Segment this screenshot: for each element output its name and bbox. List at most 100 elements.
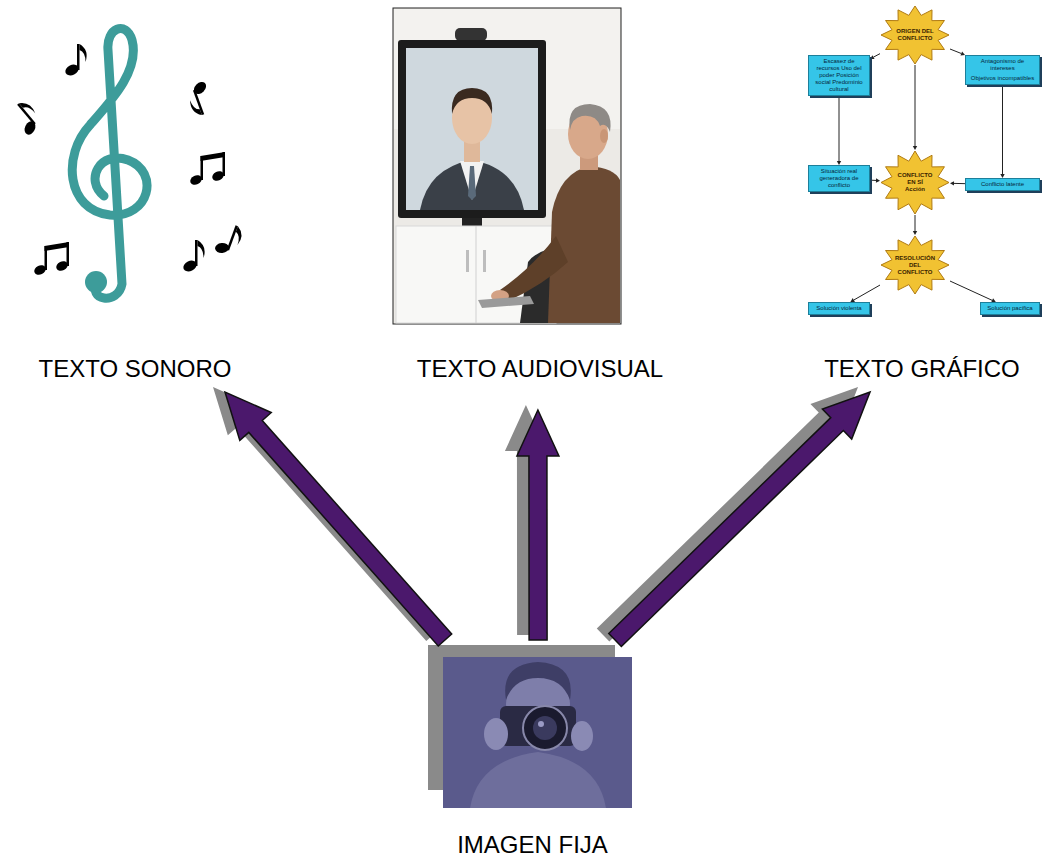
flow-line xyxy=(854,285,880,300)
flow-line xyxy=(915,215,916,231)
arrow-shadow xyxy=(597,387,858,641)
node-label: Conflicto latente xyxy=(969,181,1036,188)
videoconference-photo-part xyxy=(569,104,610,132)
media-panel: TEXTO SONORO xyxy=(10,0,260,392)
photographer-photo-part xyxy=(523,706,567,750)
media-panel: IMAGEN FIJA xyxy=(425,640,640,864)
star-burst: RESOLUCIÓN DEL CONFLICTO xyxy=(880,235,950,295)
music-clef-picture-part xyxy=(72,29,147,299)
flow-arrow xyxy=(870,178,880,182)
arrow-head xyxy=(913,146,917,150)
process-box: Conflicto latente xyxy=(965,178,1040,191)
music-clef-picture-part-part xyxy=(189,152,226,187)
node-label: Solución pacífica xyxy=(984,305,1036,312)
flow-line xyxy=(874,54,880,57)
process-box: Antagonismo de interesesObjetivos incomp… xyxy=(965,55,1040,85)
block-arrow xyxy=(213,387,452,646)
music-clef-picture-part-part xyxy=(33,242,70,277)
node-label: CONFLICTO EN SÍ xyxy=(893,172,937,186)
videoconference-photo-part xyxy=(500,236,568,302)
flow-arrow xyxy=(950,281,996,302)
videoconference-photo-part xyxy=(406,48,538,210)
block-arrow xyxy=(597,387,870,646)
flow-line xyxy=(950,281,992,300)
videoconference-photo xyxy=(393,8,621,324)
flow-line xyxy=(839,96,840,161)
star-burst: CONFLICTO EN SÍAcción xyxy=(880,150,950,215)
node-label: Objetivos incompatibles xyxy=(969,75,1036,82)
photographer-photo-part xyxy=(470,752,606,808)
videoconference-photo-part xyxy=(420,160,524,210)
photographer-photo-part xyxy=(443,657,632,808)
node-label: Escasez de recursos Uso del poder Posici… xyxy=(812,58,866,93)
node-label: Situación real generadora de conflicto xyxy=(812,168,866,189)
node-label: Antagonismo de intereses xyxy=(969,58,1036,72)
node-label: TEXTO AUDIOVISUAL xyxy=(390,356,690,382)
videoconference-photo-part xyxy=(478,296,534,308)
music-clef-picture-part-part xyxy=(182,240,205,273)
node-label: TEXTO GRÁFICO xyxy=(800,356,1044,382)
videoconference-photo-part xyxy=(483,250,486,272)
block-arrow-body xyxy=(517,410,559,640)
arrow-head xyxy=(870,55,875,59)
videoconference-photo-part xyxy=(455,28,487,41)
block-arrow-body xyxy=(609,392,870,646)
flow-arrow xyxy=(837,96,841,165)
node-label: IMAGEN FIJA xyxy=(425,832,640,858)
photographer-photo-part xyxy=(571,721,593,751)
photographer-photo-part xyxy=(533,716,557,740)
star-outline xyxy=(881,151,949,214)
videoconference-photo-part xyxy=(600,129,608,143)
music-clef-picture-part-part xyxy=(211,221,244,260)
arrow-head xyxy=(950,181,954,185)
videoconference-photo-part xyxy=(452,88,492,114)
flow-line xyxy=(870,180,876,181)
music-clef-picture-part-part xyxy=(184,78,217,117)
flow-arrow xyxy=(950,181,965,185)
media-panel: TEXTO AUDIOVISUAL xyxy=(390,0,690,410)
flow-arrow xyxy=(850,285,880,302)
videoconference-photo-part xyxy=(398,40,546,218)
videoconference-photo-part xyxy=(476,226,477,323)
node-label: Solución violenta xyxy=(812,305,866,312)
flow-arrow xyxy=(913,215,917,235)
arrow-head xyxy=(913,231,917,235)
music-clef-picture-part xyxy=(85,271,107,293)
star-outline xyxy=(881,6,949,64)
videoconference-photo-part xyxy=(393,8,621,324)
block-arrow xyxy=(505,405,559,640)
flow-arrow xyxy=(1000,85,1004,178)
music-clef-picture-part-part xyxy=(64,44,87,77)
photographer-photo-part xyxy=(484,718,508,750)
music-clef-picture-part xyxy=(7,44,245,277)
media-panel: TEXTO GRÁFICO ORIGEN DEL CONFLICTO Escasez… xyxy=(800,0,1044,392)
flow-line xyxy=(915,65,916,146)
flow-line xyxy=(954,183,965,184)
videoconference-photo-part xyxy=(460,161,484,200)
flow-line xyxy=(1002,85,1003,174)
node-label: TEXTO SONORO xyxy=(10,356,260,382)
videoconference-photo-part xyxy=(466,250,469,272)
photographer-photo-part xyxy=(538,721,544,727)
flow-arrow xyxy=(913,65,917,150)
process-box: Solución pacífica xyxy=(980,302,1040,315)
star-burst: ORIGEN DEL CONFLICTO xyxy=(880,5,950,65)
photographer-photo xyxy=(428,645,632,808)
videoconference-photo-part xyxy=(468,166,476,200)
star-outline xyxy=(881,236,949,294)
music-clef-picture xyxy=(7,29,245,299)
node-label: RESOLUCIÓN DEL CONFLICTO xyxy=(893,255,937,276)
process-box: Escasez de recursos Uso del poder Posici… xyxy=(808,55,870,96)
node-label: ORIGEN DEL CONFLICTO xyxy=(893,28,937,42)
process-box: Situación real generadora de conflicto xyxy=(808,165,870,192)
process-box: Solución violenta xyxy=(808,302,870,315)
arrow-head xyxy=(876,178,880,182)
node-label: Acción xyxy=(893,186,937,193)
flow-arrow xyxy=(950,49,965,56)
flow-arrow xyxy=(870,54,880,59)
flow-line xyxy=(950,49,961,54)
block-arrow-body xyxy=(225,392,452,646)
music-clef-picture-part-part xyxy=(7,99,46,140)
